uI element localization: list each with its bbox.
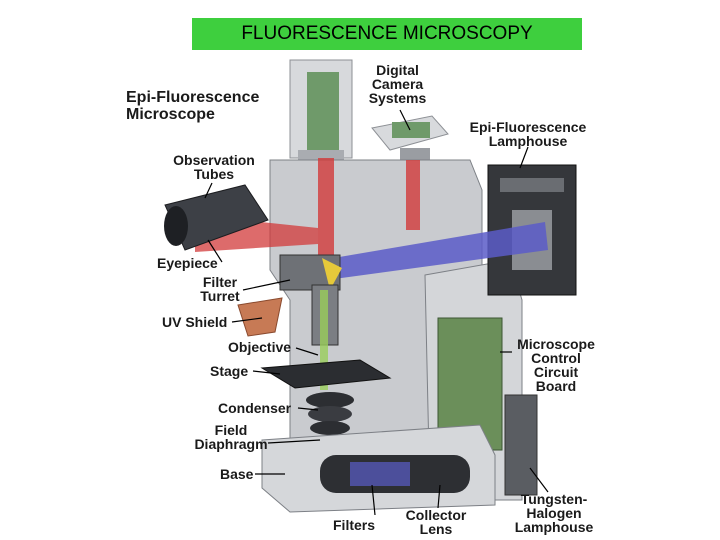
leader-lines bbox=[204, 109, 549, 516]
epi-fluorescence-microscope-label: Epi-Fluorescence Microscope bbox=[126, 89, 260, 123]
base-shape bbox=[261, 424, 496, 513]
observation-tubes-shape bbox=[164, 184, 269, 251]
camera-housing bbox=[289, 59, 353, 162]
title-bar: FLUORESCENCE MICROSCOPY bbox=[192, 18, 582, 50]
page-title: FLUORESCENCE MICROSCOPY bbox=[241, 23, 533, 44]
base-label: Base bbox=[220, 466, 254, 482]
digital-camera-systems-label: Digital Camera Systems bbox=[368, 62, 427, 106]
condenser-shape bbox=[306, 392, 354, 435]
filter-turret-label: Filter Turret bbox=[200, 274, 240, 304]
observation-tubes-label: Observation Tubes bbox=[173, 152, 255, 182]
filter-turret-shape bbox=[279, 254, 342, 291]
field-diaphragm-label: Field Diaphragm bbox=[194, 422, 268, 452]
uv-shield-shape bbox=[237, 297, 283, 337]
tungsten-halogen-lamphouse-label: Tungsten- Halogen Lamphouse bbox=[514, 491, 594, 535]
uv-shield-label: UV Shield bbox=[162, 314, 228, 330]
collector-lens-label: Collector Lens bbox=[405, 507, 467, 537]
eyepiece-label: Eyepiece bbox=[157, 255, 218, 271]
stage-label: Stage bbox=[210, 363, 249, 379]
objective-label: Objective bbox=[228, 339, 292, 355]
epi-fluorescence-lamphouse-label: Epi-Fluorescence Lamphouse bbox=[469, 119, 587, 149]
stage-shape bbox=[260, 359, 392, 389]
condenser-label: Condenser bbox=[218, 400, 292, 416]
objective-shape bbox=[311, 284, 339, 390]
microscope-control-circuit-board-label: Microscope Control Circuit Board bbox=[517, 336, 595, 394]
filters-label: Filters bbox=[333, 517, 376, 533]
